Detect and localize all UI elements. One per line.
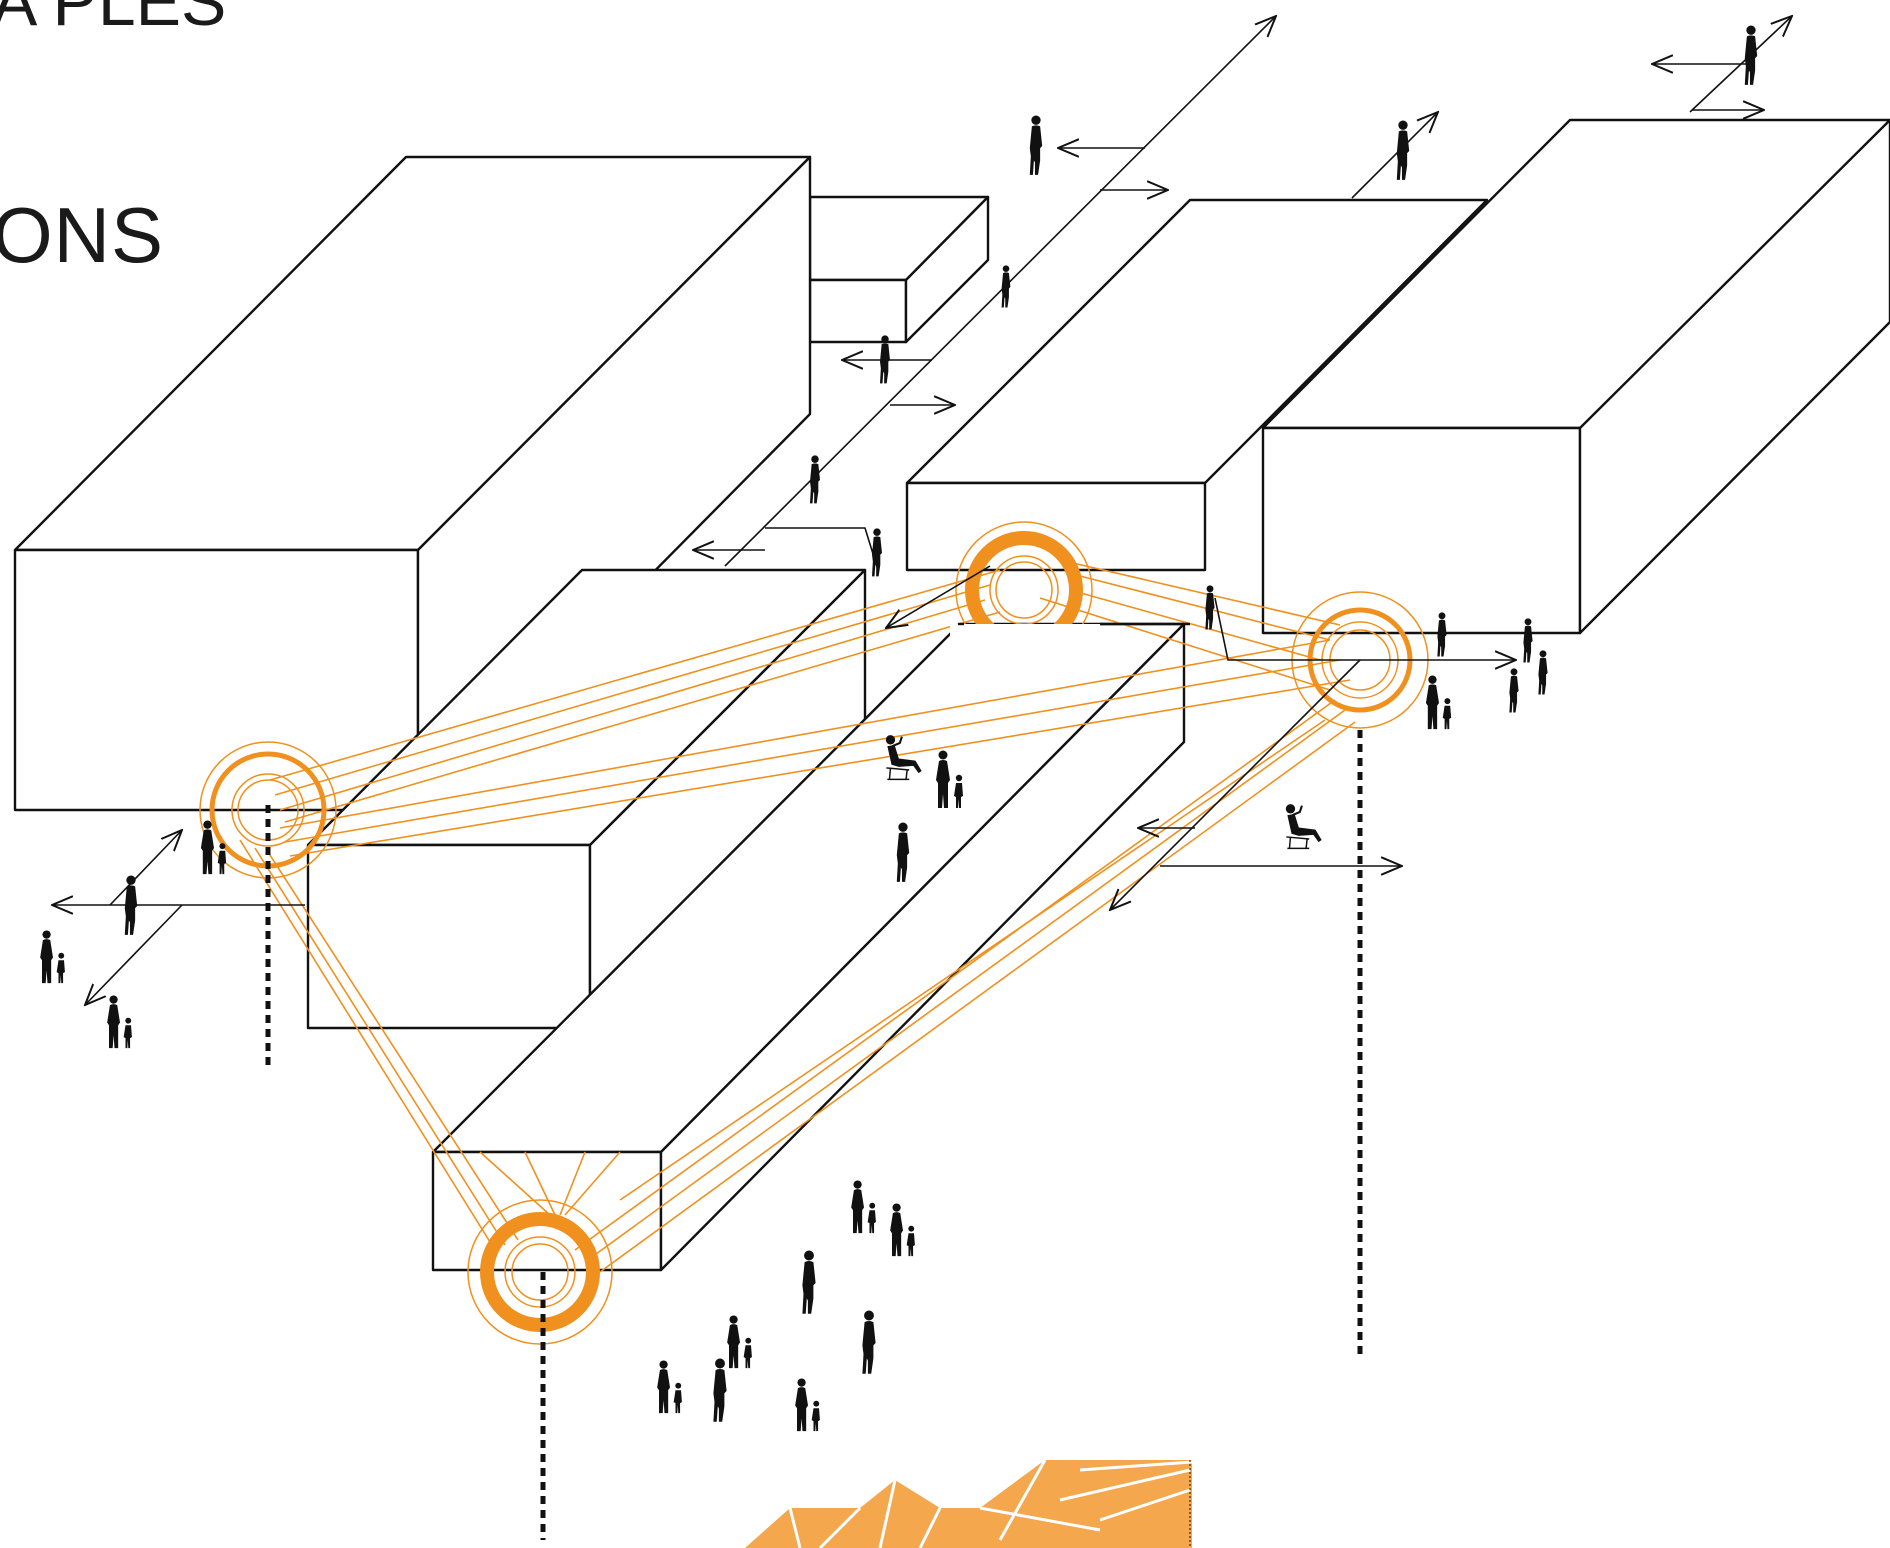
person-icon xyxy=(810,455,820,504)
building-far-right xyxy=(1261,118,1890,635)
person-icon xyxy=(1538,650,1548,695)
arrow-left-ne xyxy=(109,830,182,906)
parent-child-icon xyxy=(657,1360,682,1414)
caption-top-fragment: A PLES xyxy=(0,0,227,40)
arrow-street-left-3 xyxy=(765,527,879,571)
person-icon xyxy=(872,528,882,577)
person-icon xyxy=(1205,585,1215,630)
arrow-left-sw xyxy=(85,904,183,1005)
building-large-left xyxy=(13,155,812,812)
person-icon xyxy=(1001,265,1011,308)
person-icon xyxy=(1744,25,1758,85)
person-icon xyxy=(1396,120,1410,180)
building-volumes xyxy=(13,118,1890,1272)
arrow-node-right-east xyxy=(1214,597,1516,660)
person-icon xyxy=(713,1358,727,1422)
connection-lines xyxy=(239,559,1356,1273)
orange-canopy xyxy=(745,1459,1193,1548)
ground-anchor-lines xyxy=(265,730,1363,1540)
parent-child-icon xyxy=(890,1203,915,1257)
building-middle-left xyxy=(306,568,867,1030)
building-back-middle xyxy=(905,198,1489,572)
person-icon xyxy=(862,1310,876,1374)
building-annex-back-left xyxy=(808,195,990,344)
arrow-top-right-diag xyxy=(1351,112,1438,199)
parent-child-icon xyxy=(795,1378,820,1432)
connection-node-bottom xyxy=(467,1199,613,1345)
arrow-node-right-sw xyxy=(1110,659,1361,910)
person-icon xyxy=(124,875,138,935)
person-icon xyxy=(802,1250,816,1314)
parent-child-icon xyxy=(1425,675,1452,730)
parent-child-icon xyxy=(40,930,65,984)
parent-child-icon xyxy=(727,1315,752,1369)
parent-child-icon xyxy=(851,1180,876,1234)
person-icon xyxy=(1509,668,1519,713)
caption-ons-fragment: ONS xyxy=(0,191,165,279)
parent-child-icon xyxy=(107,995,132,1049)
seated-person-icon xyxy=(1284,803,1323,850)
person-icon xyxy=(1029,115,1043,175)
arrow-node-top-sw xyxy=(886,565,991,628)
connection-node-top xyxy=(950,521,1190,674)
